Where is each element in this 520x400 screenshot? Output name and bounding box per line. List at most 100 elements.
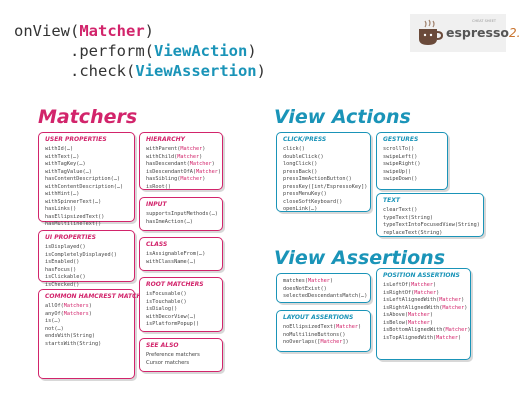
item-text: allOf( (45, 303, 64, 309)
item-text: ) (429, 312, 433, 318)
list-item: pressKey([int/EspressoKey]) (283, 184, 367, 192)
list-item: noMultilineButtons() (283, 332, 364, 340)
item-text: supportsInputMethods(…) (146, 211, 218, 217)
list-item: anyOf(Matchers) (45, 311, 128, 319)
code-text: .perform( (70, 42, 154, 60)
box-title: GESTURES (383, 136, 419, 143)
code-text: ) (144, 22, 154, 40)
item-arg: Matcher (436, 334, 458, 341)
item-text: clearText() (383, 207, 418, 213)
item-arg: Matcher (308, 278, 330, 284)
list-item: withText(…) (45, 154, 128, 162)
item-text: click() (283, 146, 305, 152)
view-assertions-heading: View Assertions (274, 247, 445, 269)
item-text: isRoot() (146, 183, 171, 190)
item-text: pressBack() (283, 168, 318, 175)
item-arg: Matcher (180, 146, 203, 152)
list-item: isRightOf(Matcher) (383, 290, 464, 298)
list-item: withChild(Matcher) (146, 154, 216, 162)
item-arg: Matcher (195, 168, 218, 175)
list-item: isBelow(Matcher) (383, 320, 464, 328)
list-item: is(…) (45, 318, 128, 326)
item-text: ) (432, 282, 437, 288)
item-text: doubleClick() (283, 153, 324, 160)
logo-tagline: CHEAT SHEET (472, 19, 497, 23)
item-text: ) (357, 324, 362, 330)
item-text: typeTextIntoFocusedView(String) (383, 222, 480, 228)
list-item: noOverlaps([Matcher]) (283, 339, 364, 347)
list-item: hasMultilineText() (45, 221, 128, 229)
list-item: hasImeAction(…) (146, 219, 216, 227)
item-text: not(…) (45, 325, 64, 332)
box-title: LAYOUT ASSERTIONS (283, 314, 354, 321)
list-item: endsWith(String) (45, 333, 128, 341)
box-title: INPUT (146, 201, 167, 208)
item-arg: Matcher (336, 324, 358, 330)
item-arg: Matcher (180, 176, 203, 182)
list-item: not(…) (45, 326, 128, 334)
item-text: Preference matchers (146, 352, 200, 358)
box-title: UI PROPERTIES (45, 234, 96, 241)
list-item: withTagKey(…) (45, 161, 128, 169)
gestures-box: GESTURES scrollTo()swipeLeft()swipeRight(… (376, 132, 448, 190)
list-item: startsWith(String) (45, 341, 128, 349)
item-text: withHint(…) (45, 191, 80, 197)
item-arg: Matcher (320, 339, 343, 345)
list-item: doubleClick() (283, 154, 364, 162)
item-text: isLeftOf( (383, 282, 412, 288)
list-item: swipeDown() (383, 176, 441, 184)
list-item: pressBack() (283, 169, 364, 177)
item-text: hasMultilineText() (45, 221, 102, 227)
item-text: ) (88, 303, 92, 309)
item-arg: Matcher (442, 304, 465, 311)
list-item: isFocusable() (146, 291, 216, 299)
code-line-onview: onView(Matcher) (14, 22, 154, 40)
list-item: swipeUp() (383, 169, 441, 177)
list-item: isAssignableFrom(…) (146, 251, 216, 259)
item-text: typeText(String) (383, 214, 433, 221)
item-text: ) (211, 161, 215, 167)
item-arg: Matcher (408, 319, 430, 326)
item-text: withClassName(…) (146, 258, 196, 265)
item-text: ) (436, 289, 440, 296)
list-item: withHint(…) (45, 191, 128, 199)
espresso-logo: CHEAT SHEET espresso2.0 (410, 14, 520, 52)
list-item: withContentDescription(…) (45, 184, 128, 192)
item-text: withTagKey(…) (45, 161, 86, 167)
list-item: scrollTo() (383, 146, 441, 154)
item-text: withSpinnerText(…) (45, 198, 102, 205)
list-item: isLeftOf(Matcher) (383, 282, 464, 290)
list-item: click() (283, 146, 364, 154)
logo-version: 2.0 (508, 26, 520, 40)
list-item: withParent(Matcher) (146, 146, 216, 154)
item-text: isAssignableFrom(…) (146, 251, 206, 257)
item-arg: Matchers (63, 303, 89, 309)
item-text: closeSoftKeyboard() (283, 198, 343, 205)
item-text: ) (202, 146, 206, 152)
box-title: USER PROPERTIES (45, 136, 107, 143)
item-text: is(…) (45, 318, 61, 324)
item-arg: Matcher (439, 297, 462, 303)
code-line-perform: .perform(ViewAction) (70, 42, 257, 60)
item-text: anyOf( (45, 310, 64, 317)
item-arg: Matcher (414, 289, 437, 296)
item-text: swipeRight() (383, 161, 421, 167)
item-text: ) (202, 176, 206, 182)
item-text: hasImeAction(…) (146, 218, 193, 225)
matchers-heading: Matchers (38, 106, 138, 128)
item-text: swipeLeft() (383, 153, 418, 160)
item-text: isDisplayed() (45, 244, 86, 250)
list-item: isTopAlignedWith(Matcher) (383, 335, 464, 343)
item-text: withTagValue(…) (45, 168, 92, 175)
list-item: typeTextIntoFocusedView(String) (383, 222, 480, 230)
item-text: ) (457, 334, 462, 341)
item-text: ) (329, 278, 333, 284)
list-item: withId(…) (45, 146, 128, 154)
item-text: pressMenuKey() (283, 191, 327, 197)
item-arg: Matchers (63, 310, 89, 317)
item-text: openLink(…) (283, 206, 318, 212)
